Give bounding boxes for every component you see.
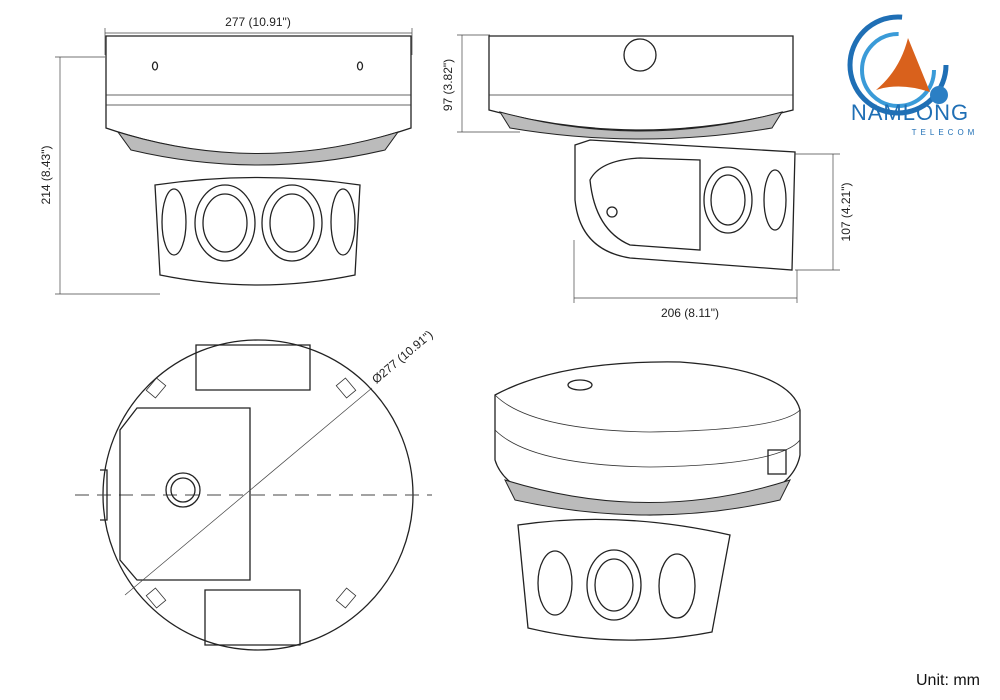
isometric-view: [494, 361, 801, 641]
side-bottom-height-label: 107 (4.21"): [839, 183, 853, 242]
logo-tagline: TELECOM: [912, 128, 979, 137]
front-width-label: 277 (10.91"): [225, 15, 291, 29]
side-width-label: 206 (8.11"): [661, 306, 719, 320]
bottom-diameter-label: Ø277 (10.91"): [369, 327, 435, 386]
namlong-telecom-logo: NAMLONG TELECOM: [847, 14, 979, 137]
side-top-height-label: 97 (3.82"): [441, 59, 455, 111]
logo-wordmark: NAMLONG: [851, 100, 969, 125]
bottom-view: Ø277 (10.91"): [75, 327, 436, 651]
side-view: 97 (3.82") 107 (4.21") 206 (8.11"): [441, 34, 853, 320]
front-view: 277 (10.91") 214 (8.43"): [39, 15, 413, 295]
front-height-label: 214 (8.43"): [39, 146, 53, 205]
unit-label: Unit: mm: [916, 672, 980, 689]
